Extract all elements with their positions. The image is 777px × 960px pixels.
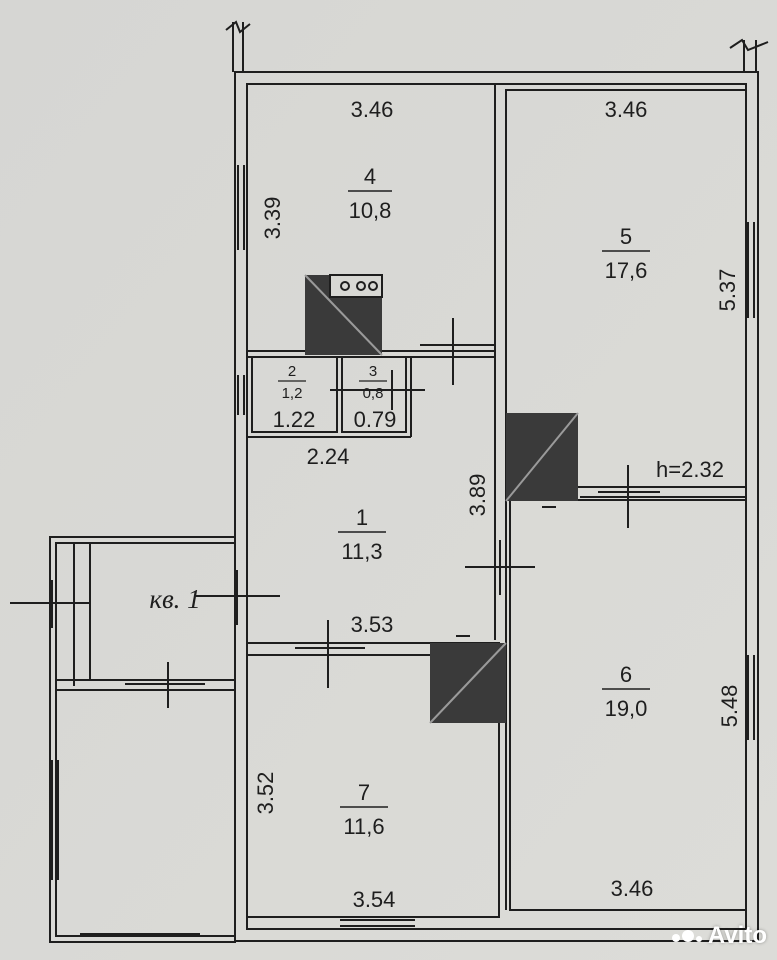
dim-room2-width: 1.22 [273, 407, 316, 432]
door-room-7 [295, 620, 365, 688]
room-2-outline [251, 356, 338, 433]
break-line-right [729, 38, 769, 72]
door-room-3 [330, 370, 425, 410]
dim-room5-top: 3.46 [605, 97, 648, 122]
window-room-4 [237, 165, 245, 250]
room-7-label: 7 11,6 [340, 780, 388, 839]
room-3-outline [341, 356, 407, 433]
window-veranda [51, 760, 59, 880]
door-room-5 [598, 465, 660, 528]
dim-room4-left: 3.39 [260, 197, 285, 240]
stove-room-5 [505, 412, 579, 508]
dim-room1-bottom: 3.53 [351, 612, 394, 637]
avito-watermark: Avito [671, 922, 767, 950]
dim-room3-width: 0.79 [354, 407, 397, 432]
room-2-number: 2 [288, 363, 296, 380]
room-7-number: 7 [358, 780, 370, 805]
door-entry [195, 570, 280, 625]
room-3-label: 3 0,8 [359, 363, 387, 402]
door-room-4 [420, 318, 495, 385]
room-1-number: 1 [356, 505, 368, 530]
avito-logo-icon [671, 930, 702, 942]
window-room-6 [747, 655, 755, 740]
door-veranda [10, 580, 90, 628]
room-5-area: 17,6 [605, 258, 648, 283]
dim-room1-top: 2.24 [307, 444, 350, 469]
room-1-label: 1 11,3 [338, 505, 386, 564]
room-6-number: 6 [620, 662, 632, 687]
room-3-number: 3 [369, 363, 377, 380]
dim-room5-right: 5.37 [715, 269, 740, 312]
room-6-area: 19,0 [605, 696, 648, 721]
outer-wall-outer [234, 71, 759, 942]
door-veranda-mid [125, 662, 205, 708]
veranda-wall-left [73, 543, 91, 686]
window-room-7 [340, 919, 415, 927]
break-line-left [225, 20, 251, 72]
dim-room4-top: 3.46 [351, 97, 394, 122]
room-5-number: 5 [620, 224, 632, 249]
room-3-area: 0,8 [363, 385, 384, 402]
veranda-wall-mid [56, 679, 235, 691]
room-2-label: 2 1,2 [278, 363, 306, 402]
dim-room6-bottom: 3.46 [611, 876, 654, 901]
window-room-5 [747, 222, 755, 318]
apartment-label: кв. 1 [149, 584, 200, 614]
dim-room6-right: 5.48 [717, 685, 742, 728]
room-4-number: 4 [364, 164, 376, 189]
dim-room7-bottom: 3.54 [353, 887, 396, 912]
dim-room1-right: 3.89 [465, 474, 490, 517]
stove-room-4 [304, 274, 383, 356]
window-room-2 [237, 375, 245, 415]
dim-room7-left: 3.52 [253, 772, 278, 815]
ceiling-height: h=2.32 [656, 457, 724, 482]
room-4-label: 4 10,8 [348, 164, 392, 223]
wall-2-3 [247, 357, 412, 438]
room-5-label: 5 17,6 [602, 224, 650, 283]
door-room-6 [465, 540, 535, 595]
watermark-text: Avito [707, 922, 767, 949]
room-4-area: 10,8 [349, 198, 392, 223]
room-2-area: 1,2 [282, 385, 303, 402]
stove-room-7 [429, 635, 507, 724]
room-1-area: 11,3 [341, 539, 382, 564]
room-7-area: 11,6 [343, 814, 384, 839]
room-6-label: 6 19,0 [602, 662, 650, 721]
room-7-outline [246, 654, 500, 918]
